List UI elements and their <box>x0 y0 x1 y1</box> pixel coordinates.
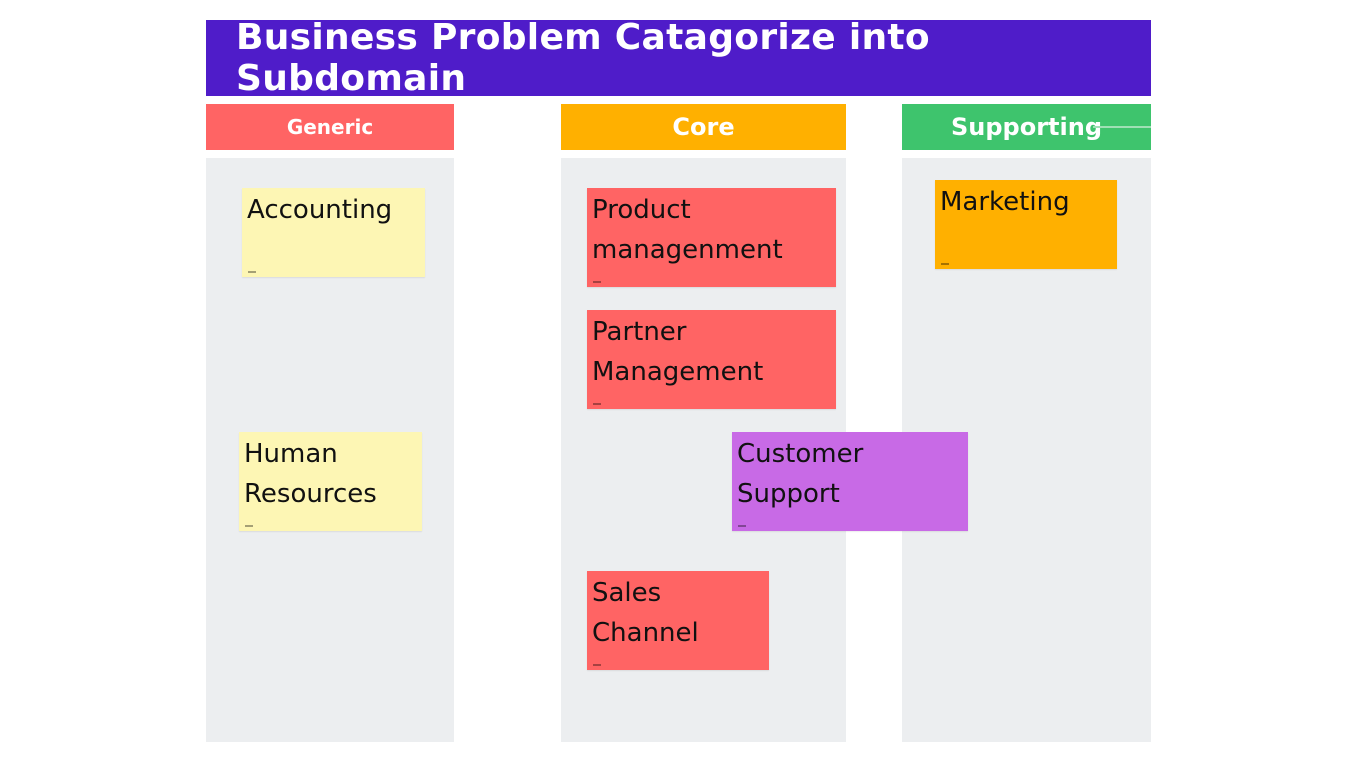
core-column-header: Core <box>561 104 846 150</box>
core-column-label: Core <box>672 113 735 141</box>
sticky-note-human-resources[interactable]: Human Resources <box>239 432 422 531</box>
note-line: Resources <box>244 479 377 509</box>
note-tag <box>593 664 601 666</box>
note-tag <box>593 403 601 405</box>
title-banner: Business Problem Catagorize into Subdoma… <box>206 17 1151 99</box>
note-line: Partner <box>592 317 687 347</box>
note-tag <box>738 525 746 527</box>
note-line: Product <box>592 195 691 225</box>
sticky-note-product-management[interactable]: Product managenment <box>587 188 836 287</box>
note-line: Human <box>244 439 338 469</box>
connector-line <box>1093 126 1151 128</box>
sticky-note-customer-support[interactable]: Customer Support <box>732 432 968 531</box>
note-tag <box>941 263 949 265</box>
generic-column-header: Generic <box>206 104 454 150</box>
note-line: Support <box>737 479 840 509</box>
sticky-note-sales-channel[interactable]: Sales Channel <box>587 571 769 670</box>
note-tag <box>245 525 253 527</box>
note-tag <box>248 271 256 273</box>
sticky-note-marketing[interactable]: Marketing <box>935 180 1117 269</box>
sticky-note-partner-management[interactable]: Partner Management <box>587 310 836 409</box>
generic-column-label: Generic <box>286 115 374 139</box>
note-line: managenment <box>592 235 783 265</box>
page-title: Business Problem Catagorize into Subdoma… <box>236 17 930 99</box>
supporting-column-label: Supporting <box>950 113 1103 141</box>
note-line: Sales <box>592 578 662 608</box>
supporting-column-header: Supporting <box>902 104 1151 150</box>
sticky-note-accounting[interactable]: Accounting <box>242 188 425 277</box>
note-line: Management <box>592 357 764 387</box>
note-tag <box>593 281 601 283</box>
note-line: Customer <box>737 439 864 469</box>
note-line: Channel <box>592 618 699 648</box>
note-line: Accounting <box>247 195 393 225</box>
note-line: Marketing <box>940 187 1070 217</box>
